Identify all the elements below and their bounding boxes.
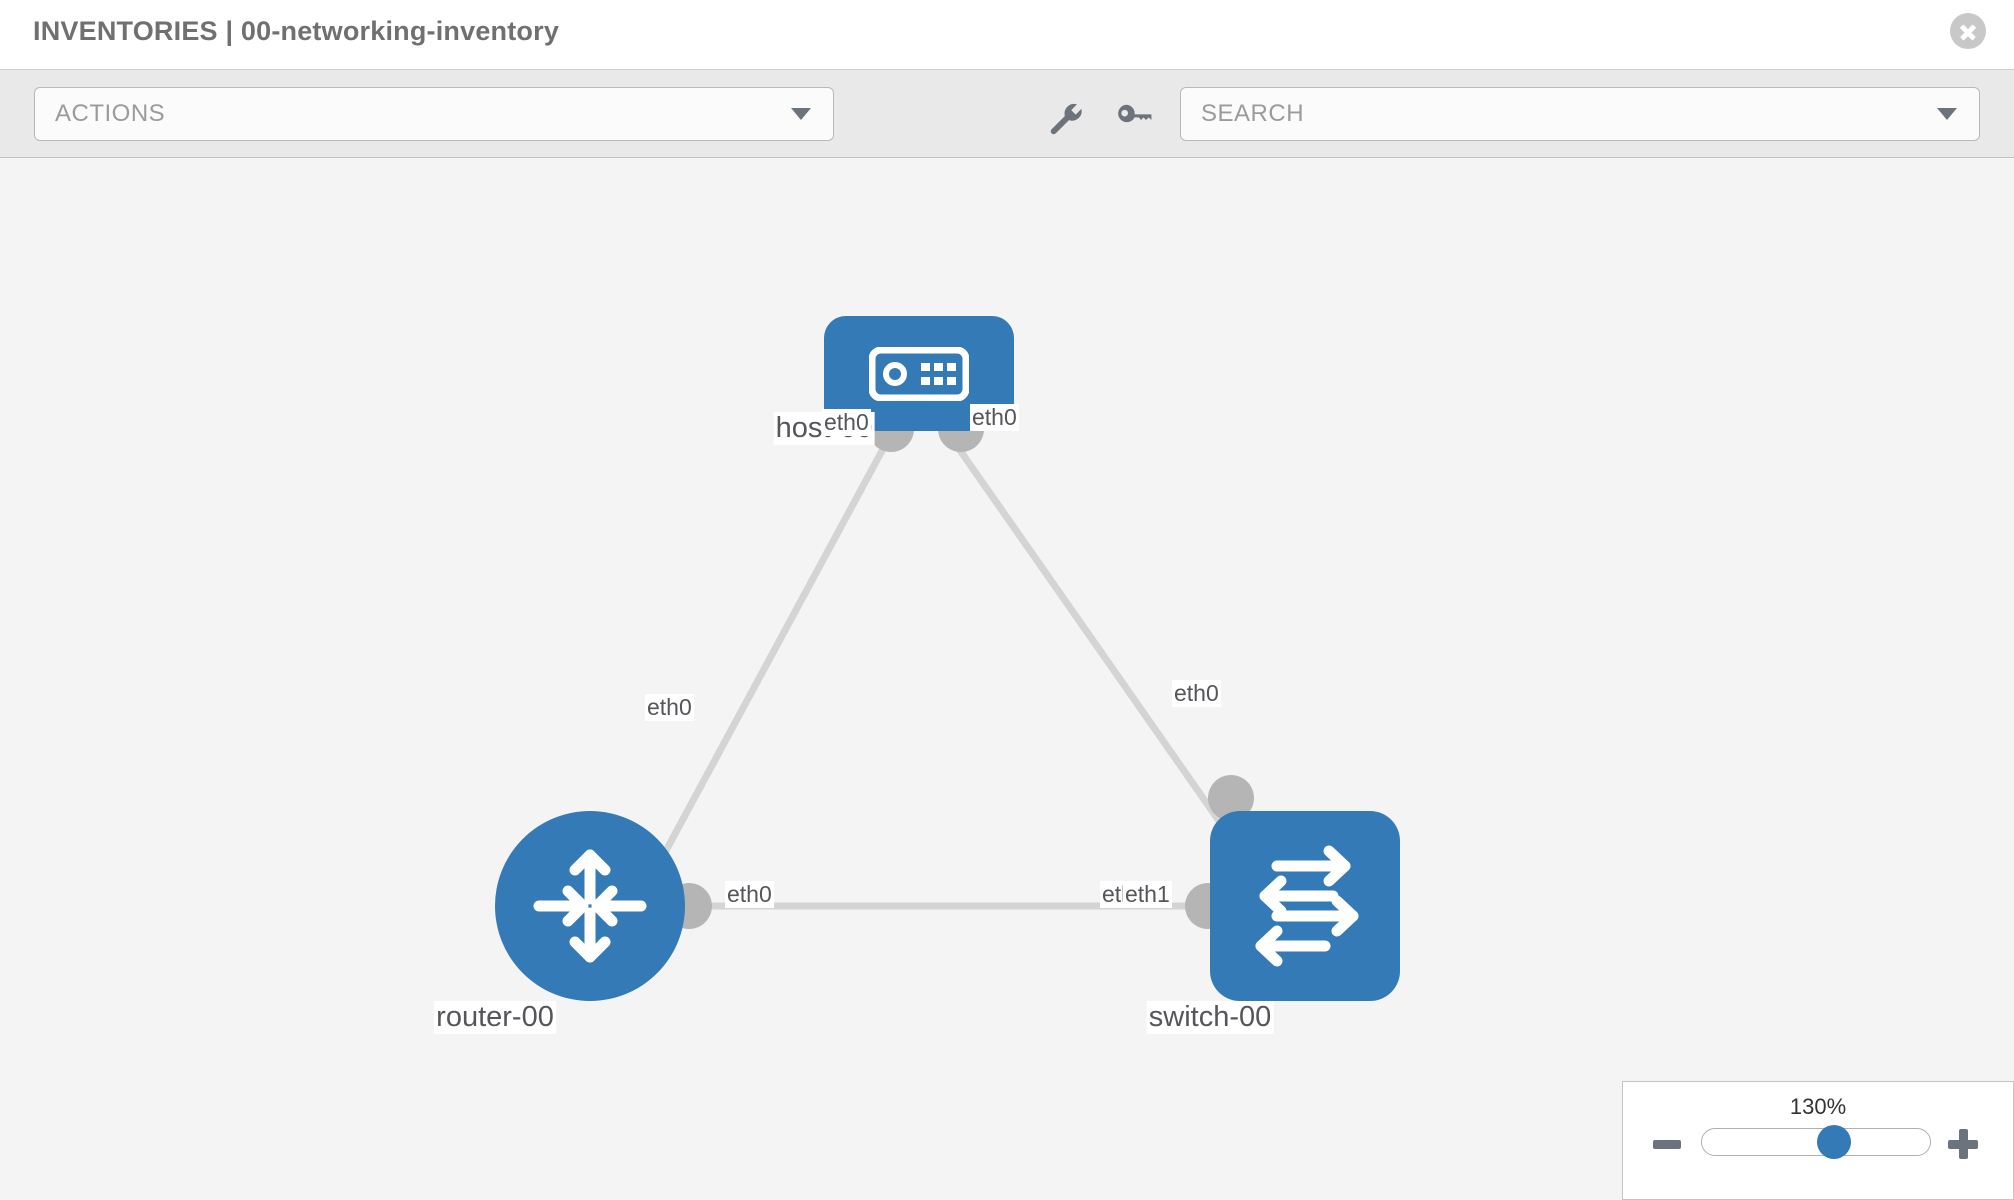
wrench-icon[interactable] — [1047, 100, 1085, 138]
chevron-down-icon — [791, 108, 811, 120]
actions-dropdown-label: ACTIONS — [55, 100, 166, 127]
search-input-value: SEARCH — [1201, 100, 1305, 127]
zoom-level-label: 130% — [1789, 1094, 1847, 1119]
edge-host-switch — [947, 433, 1241, 851]
server-icon — [869, 346, 969, 401]
four-way-arrows-icon — [533, 849, 647, 963]
topology-canvas[interactable]: host-00 rout — [0, 158, 2014, 1200]
switch-node-label: switch-00 — [1146, 1001, 1274, 1034]
zoom-out-button[interactable] — [1653, 1140, 1681, 1149]
edge-label-host-right: eth0 — [970, 404, 1019, 431]
key-icon[interactable] — [1115, 100, 1153, 138]
zoom-slider-thumb[interactable] — [1817, 1125, 1852, 1159]
toolbar: ACTIONS SEARCH — [0, 70, 2014, 158]
edge-host-router — [658, 434, 894, 860]
page-title: INVENTORIES | 00-networking-inventory — [33, 16, 560, 46]
edge-label-router-right: eth0 — [725, 881, 774, 908]
zoom-slider-track[interactable] — [1701, 1125, 1931, 1159]
search-input[interactable]: SEARCH — [1180, 87, 1980, 141]
edge-label-router-up: eth0 — [645, 694, 694, 721]
actions-dropdown[interactable]: ACTIONS — [34, 87, 834, 141]
router-node-label: router-00 — [434, 1001, 556, 1034]
zoom-in-button[interactable] — [1948, 1129, 1978, 1159]
close-icon[interactable] — [1950, 13, 1986, 49]
page-header: INVENTORIES | 00-networking-inventory — [0, 0, 2014, 70]
topology-edges — [658, 433, 1241, 910]
switch-node-shape[interactable] — [1210, 811, 1400, 1001]
edge-label-host-left: eth0 — [822, 409, 871, 436]
switch-arrows-icon — [1255, 845, 1359, 967]
edge-label-switch-up: eth0 — [1172, 680, 1221, 707]
chevron-down-icon — [1937, 108, 1957, 120]
router-node-shape[interactable] — [495, 811, 685, 1001]
edge-label-switch-left: eth1 — [1123, 881, 1172, 908]
zoom-control-panel[interactable]: 130% — [1622, 1081, 2014, 1200]
